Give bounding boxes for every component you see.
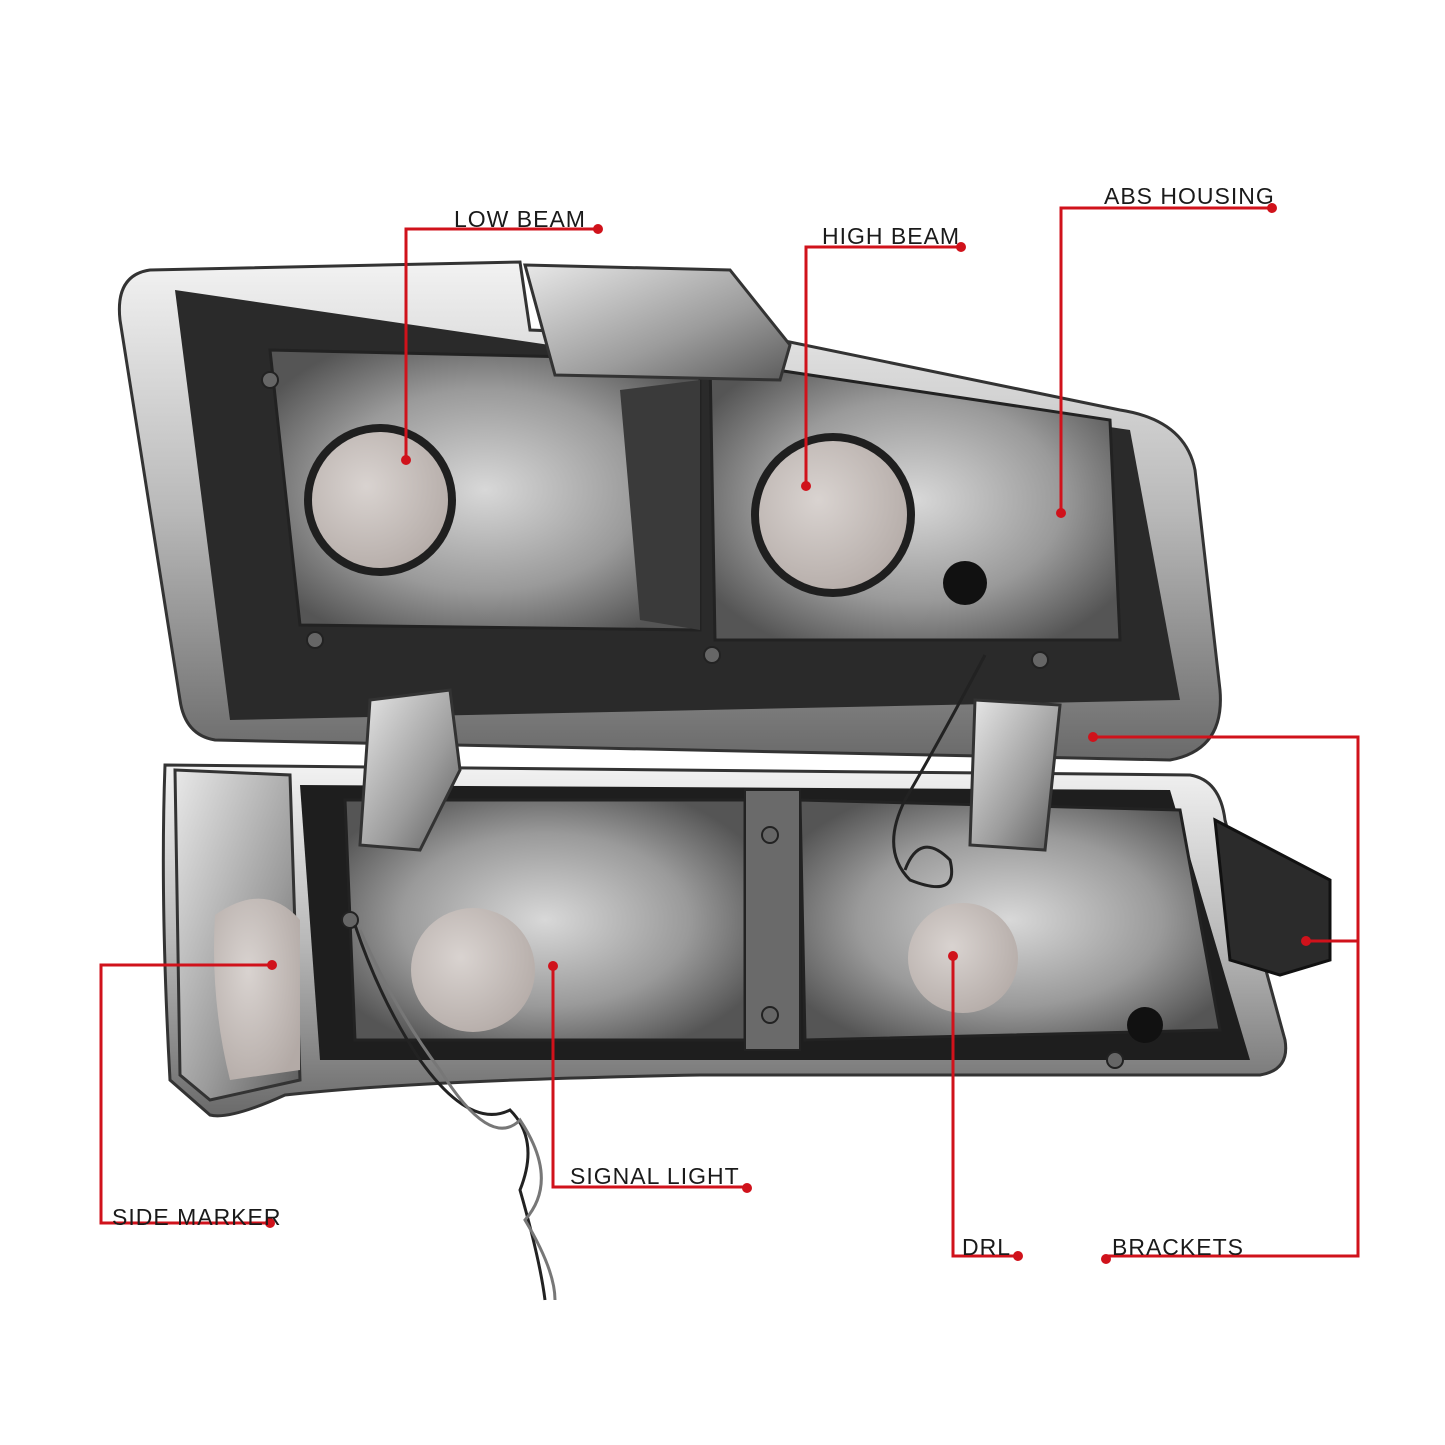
- dot-low-beam-target: [401, 455, 411, 465]
- callout-dots: [265, 203, 1311, 1264]
- callout-lines: [99, 206, 1360, 1258]
- signal-light-label: SIGNAL LIGHT: [570, 1163, 740, 1189]
- dot-drl-target: [948, 951, 958, 961]
- lower-housing: [161, 654, 1332, 1301]
- brackets-label: BRACKETS: [1112, 1234, 1244, 1260]
- dot-brackets-target-top: [1088, 732, 1098, 742]
- dot-side-marker-target: [267, 960, 277, 970]
- dot-signal-light-target: [548, 961, 558, 971]
- abs-housing-label: ABS HOUSING: [1104, 183, 1275, 209]
- side-marker-label: SIDE MARKER: [112, 1204, 282, 1230]
- dot-high-beam-label: [956, 242, 966, 252]
- dot-brackets-target-side: [1301, 936, 1311, 946]
- dot-abs-housing-label: [1267, 203, 1277, 213]
- upper-housing: [117, 260, 1222, 762]
- dot-signal-light-label: [742, 1183, 752, 1193]
- high-beam-label: HIGH BEAM: [822, 223, 961, 249]
- dot-brackets-label: [1101, 1254, 1111, 1264]
- dot-high-beam-target: [801, 481, 811, 491]
- dot-side-marker-label: [265, 1218, 275, 1228]
- low-beam-label: LOW BEAM: [454, 206, 586, 232]
- dot-abs-housing-target: [1056, 508, 1066, 518]
- drl-label: DRL: [962, 1234, 1012, 1260]
- dot-low-beam-label: [593, 224, 603, 234]
- dot-drl-label: [1013, 1251, 1023, 1261]
